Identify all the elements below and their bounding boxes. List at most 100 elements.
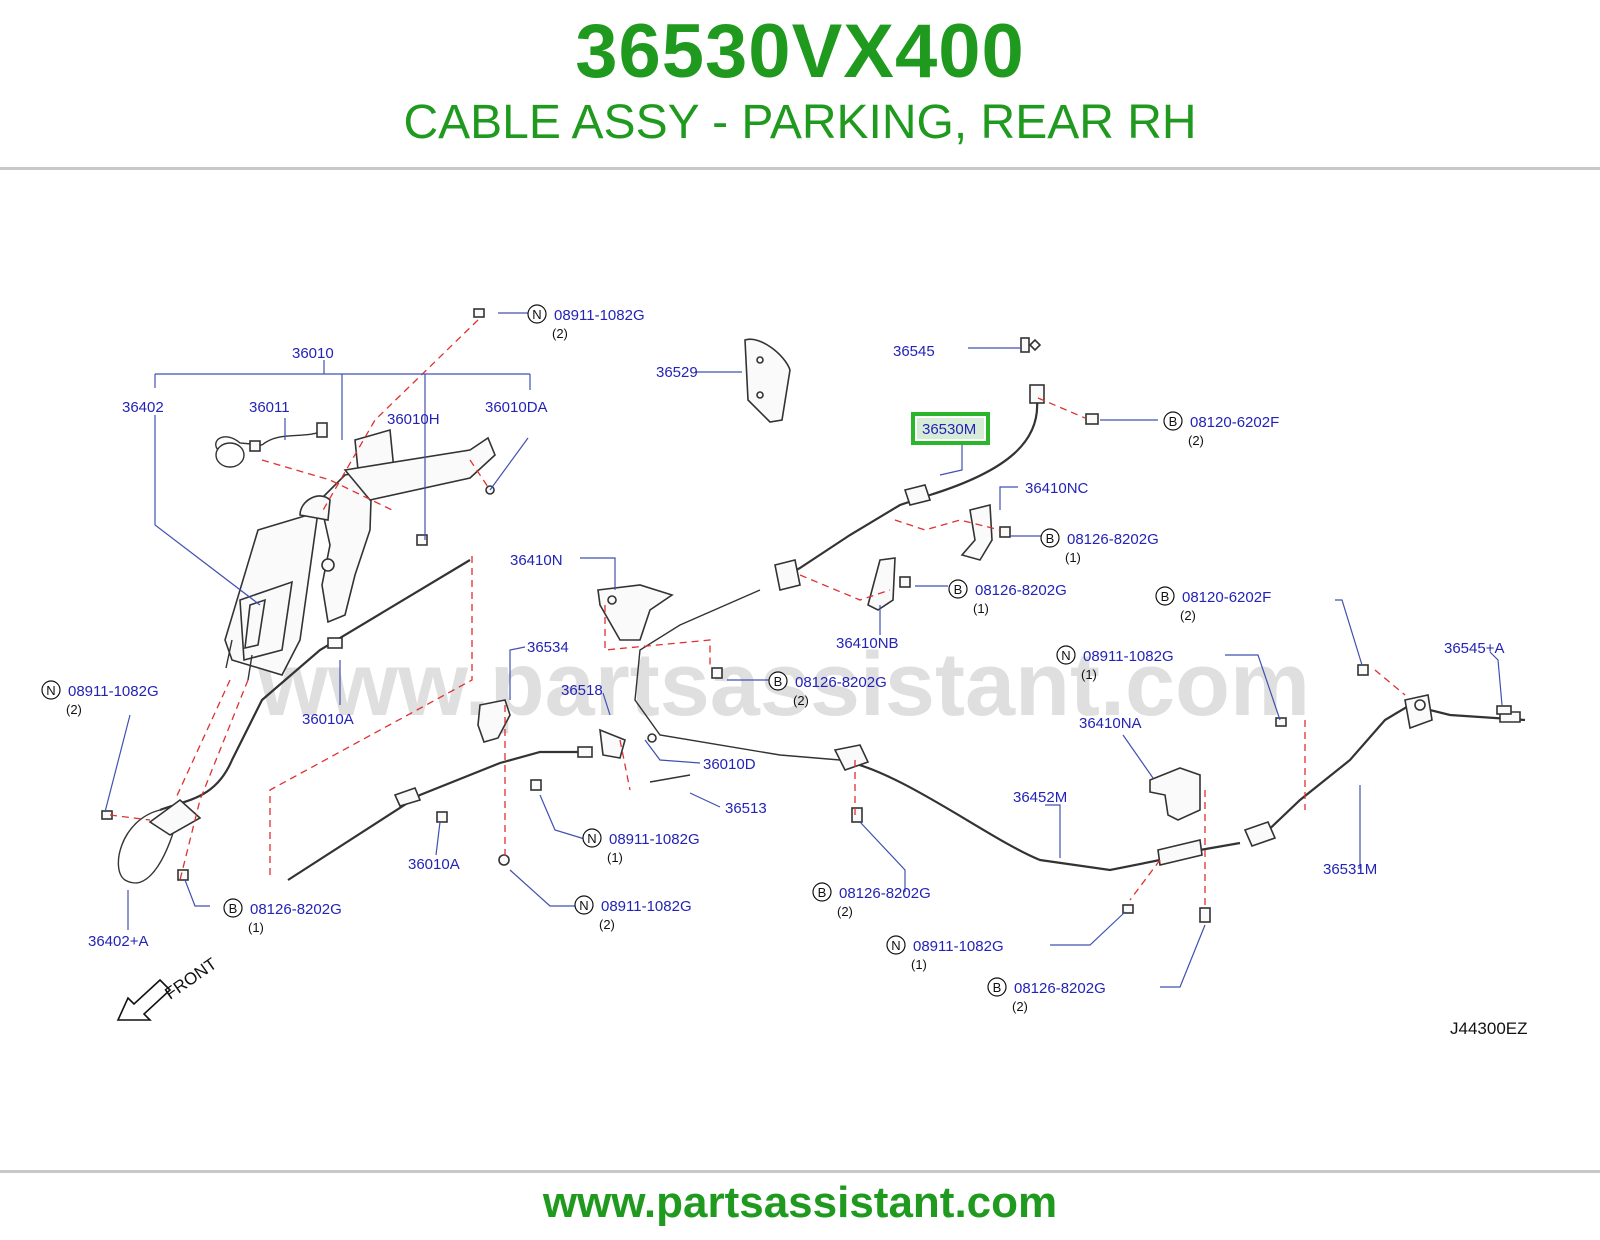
- svg-text:08120-6202F: 08120-6202F: [1182, 589, 1271, 606]
- callout-labels: 36010 36402 36011 36010H 36010DA 36529 3…: [88, 343, 1504, 950]
- equalizer-and-intermediate-cable: [287, 699, 626, 881]
- callout-36410N[interactable]: 36410N: [510, 552, 563, 569]
- fastener-callout[interactable]: B 08126-8202G (1): [223, 898, 342, 935]
- svg-text:(2): (2): [1012, 999, 1028, 1014]
- svg-text:(2): (2): [66, 702, 82, 717]
- svg-text:08911-1082G: 08911-1082G: [601, 898, 692, 915]
- callout-36010D[interactable]: 36010D: [703, 756, 756, 773]
- svg-text:(2): (2): [837, 904, 853, 919]
- svg-text:08126-8202G: 08126-8202G: [839, 885, 931, 902]
- fastener-callouts: N 08911-1082G (2) B 08120-6202F (2) B 08…: [41, 304, 1279, 1014]
- callout-36410NB[interactable]: 36410NB: [836, 635, 899, 652]
- svg-text:N: N: [46, 683, 55, 698]
- fastener-callout[interactable]: B 08126-8202G (2): [812, 882, 931, 919]
- svg-text:B: B: [1169, 414, 1178, 429]
- callout-36529[interactable]: 36529: [656, 364, 698, 381]
- fastener-callout[interactable]: B 08126-8202G (2): [987, 977, 1106, 1014]
- svg-text:B: B: [818, 885, 827, 900]
- svg-text:(2): (2): [1180, 608, 1196, 623]
- callout-36513[interactable]: 36513: [725, 800, 767, 817]
- fastener-callout[interactable]: B 08120-6202F (2): [1155, 586, 1271, 623]
- fastener-callout[interactable]: N 08911-1082G (1): [582, 828, 700, 865]
- fastener-callout[interactable]: N 08911-1082G (2): [41, 680, 159, 717]
- fastener-callout[interactable]: N 08911-1082G (2): [574, 895, 692, 932]
- fastener-callout[interactable]: N 08911-1082G (1): [886, 935, 1004, 972]
- svg-text:(1): (1): [973, 601, 989, 616]
- svg-text:B: B: [993, 980, 1002, 995]
- svg-text:(2): (2): [793, 693, 809, 708]
- callout-36010A-front[interactable]: 36010A: [302, 711, 354, 728]
- callout-36530M-highlighted[interactable]: 36530M: [922, 421, 976, 438]
- callout-36545[interactable]: 36545: [893, 343, 935, 360]
- svg-text:(2): (2): [552, 326, 568, 341]
- fastener-callout[interactable]: B 08126-8202G (1): [948, 579, 1067, 616]
- part-number-title: 36530VX400: [575, 9, 1025, 94]
- callout-36410NC[interactable]: 36410NC: [1025, 480, 1089, 497]
- fastener-callout[interactable]: B 08126-8202G (2): [768, 671, 887, 708]
- callout-36531M[interactable]: 36531M: [1323, 861, 1377, 878]
- front-arrow-icon: [116, 978, 172, 1021]
- svg-text:08911-1082G: 08911-1082G: [609, 831, 700, 848]
- bracket-36410N: [597, 584, 674, 641]
- svg-text:(1): (1): [1081, 667, 1097, 682]
- bracket-36410NA: [1149, 767, 1201, 821]
- callout-36402A[interactable]: 36402+A: [88, 933, 148, 950]
- diagram-reference-code: J44300EZ: [1450, 1019, 1528, 1038]
- svg-text:N: N: [532, 307, 541, 322]
- svg-text:B: B: [229, 901, 238, 916]
- header-divider: [0, 167, 1600, 170]
- svg-text:08120-6202F: 08120-6202F: [1190, 414, 1279, 431]
- svg-text:B: B: [774, 674, 783, 689]
- svg-text:(1): (1): [248, 920, 264, 935]
- svg-text:B: B: [1046, 531, 1055, 546]
- svg-text:08911-1082G: 08911-1082G: [554, 307, 645, 324]
- fastener-callout[interactable]: B 08126-8202G (1): [1040, 528, 1159, 565]
- callout-36010H[interactable]: 36010H: [387, 411, 440, 428]
- svg-text:(2): (2): [1188, 433, 1204, 448]
- bracket-36410NB: [867, 557, 896, 611]
- svg-text:N: N: [891, 938, 900, 953]
- callout-36010DA[interactable]: 36010DA: [485, 399, 548, 416]
- fastener-callout[interactable]: N 08911-1082G (2): [527, 304, 645, 341]
- svg-text:08911-1082G: 08911-1082G: [68, 683, 159, 700]
- svg-text:08126-8202G: 08126-8202G: [975, 582, 1067, 599]
- svg-text:(2): (2): [599, 917, 615, 932]
- svg-text:(1): (1): [1065, 550, 1081, 565]
- fastener-callout[interactable]: N 08911-1082G (1): [1056, 645, 1174, 682]
- callout-36518[interactable]: 36518: [561, 682, 603, 699]
- svg-text:08126-8202G: 08126-8202G: [795, 674, 887, 691]
- bracket-36410NC: [960, 503, 993, 561]
- callout-36534[interactable]: 36534: [527, 639, 569, 656]
- fastener-callout[interactable]: B 08120-6202F (2): [1163, 411, 1279, 448]
- svg-text:(1): (1): [911, 957, 927, 972]
- callout-36010A-rear[interactable]: 36010A: [408, 856, 460, 873]
- callout-36402[interactable]: 36402: [122, 399, 164, 416]
- part-description: CABLE ASSY - PARKING, REAR RH: [403, 96, 1197, 149]
- callout-36410NA[interactable]: 36410NA: [1079, 715, 1142, 732]
- svg-text:08126-8202G: 08126-8202G: [1067, 531, 1159, 548]
- svg-text:08911-1082G: 08911-1082G: [913, 938, 1004, 955]
- callout-36010[interactable]: 36010: [292, 345, 334, 362]
- footer-divider: [0, 1170, 1600, 1173]
- svg-text:N: N: [587, 831, 596, 846]
- highlight-fill: [917, 418, 984, 439]
- svg-text:N: N: [1061, 648, 1070, 663]
- callout-36011[interactable]: 36011: [249, 399, 290, 416]
- dashed-connector-lines: [109, 319, 1406, 910]
- rear-lh-cable-36452M: [833, 744, 1241, 872]
- callout-36545A[interactable]: 36545+A: [1444, 640, 1504, 657]
- callout-36452M[interactable]: 36452M: [1013, 789, 1067, 806]
- leader-lines: [104, 312, 1503, 988]
- svg-text:08126-8202G: 08126-8202G: [1014, 980, 1106, 997]
- svg-text:08911-1082G: 08911-1082G: [1083, 648, 1174, 665]
- svg-text:N: N: [579, 898, 588, 913]
- footer-website-link[interactable]: www.partsassistant.com: [542, 1178, 1058, 1227]
- svg-text:B: B: [954, 582, 963, 597]
- front-cable: [117, 559, 471, 884]
- highlight-box: [911, 412, 990, 445]
- parking-brake-lever-assembly: [215, 422, 496, 681]
- bracket-36529: [744, 338, 791, 423]
- svg-text:B: B: [1161, 589, 1170, 604]
- fastener-glyphs: [101, 308, 1512, 923]
